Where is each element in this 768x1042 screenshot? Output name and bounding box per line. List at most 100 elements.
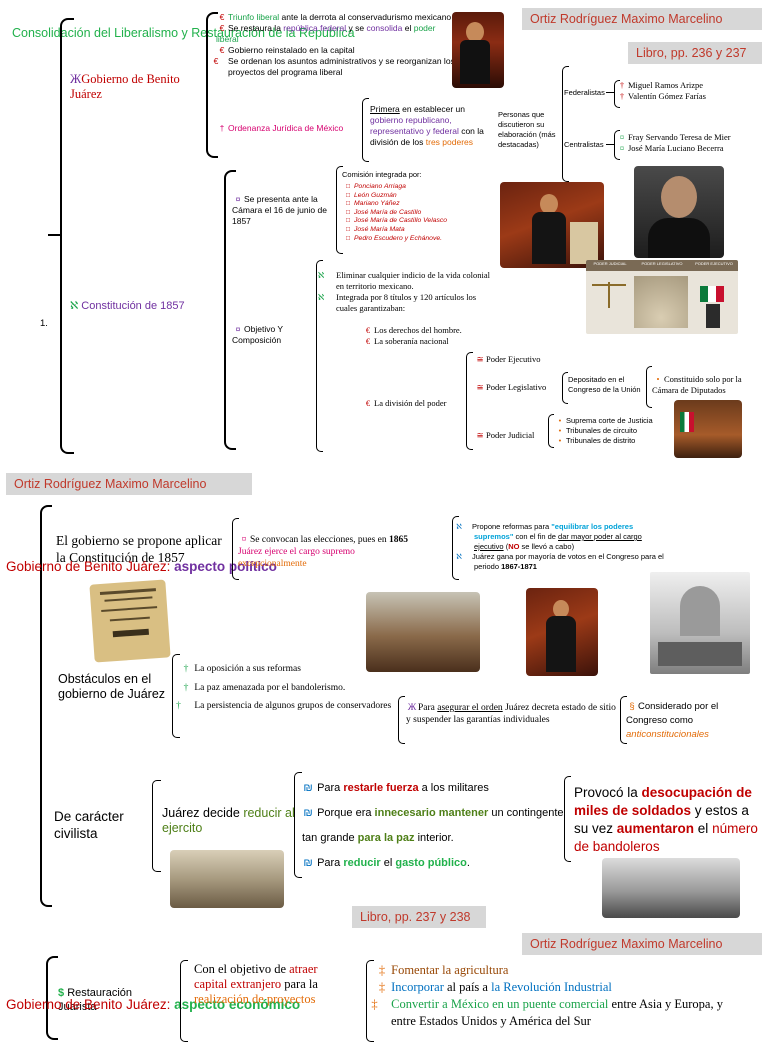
depositado-text: Depositado en el Congreso de la Unión (568, 375, 641, 394)
member-7: □Pedro Escudero y Echánove. (345, 234, 443, 242)
objetivo-text: Con el objetivo de atraer capital extran… (194, 962, 318, 1006)
econ-item-1: ‡ Fomentar la agricultura (378, 963, 509, 977)
civilista-brace (152, 780, 161, 872)
benito-icon: Ж (70, 72, 82, 86)
econ-item-3: ‡ Convertir a México en un puente comerc… (371, 997, 723, 1028)
razones-brace (294, 772, 302, 878)
poder-judicial-label: PODER JUDICIAL (593, 261, 627, 266)
juarez-painting (500, 182, 604, 268)
judicial-list: •Suprema corte de Justicia •Tribunales d… (554, 416, 674, 446)
judicial-2: •Tribunales de circuito (558, 426, 638, 435)
overlay-economico: Gobierno de Benito Juárez: aspecto econó… (6, 997, 301, 1012)
personas-brace (562, 66, 569, 182)
author-tag-3: Ortiz Rodríguez Maximo Marcelino (522, 933, 762, 955)
considerado-brace (620, 696, 627, 744)
obstaculo-2: † La paz amenazada por el bandolerismo. (183, 683, 346, 693)
poder-legislativo: ≅Poder Legislativo (476, 382, 547, 392)
division-label: €La división del poder (365, 398, 447, 408)
convocan-text: ¤Se convocan las elecciones, pues en 186… (238, 535, 409, 569)
razon-3: ₪ Para reducir el gasto público. (303, 857, 470, 869)
book-tag-1: Libro, pp. 236 y 237 (628, 42, 762, 64)
member-5: □José María de Castillo Velasco (345, 217, 448, 225)
obstaculo-3: † La persistencia de algunos grupos de c… (176, 701, 392, 711)
mexico-flag (700, 286, 724, 302)
overlay-politico: Gobierno de Benito Juárez: aspecto polít… (6, 559, 277, 574)
constitution-document-image (89, 579, 171, 663)
book-tag-2: Libro, pp. 237 y 238 (352, 906, 486, 928)
benito-item-4: €Se ordenan los asuntos administrativos … (213, 56, 455, 77)
centralistas-names: ¤Fray Servando Teresa de Mier ¤José Marí… (616, 132, 766, 154)
main-brace-2 (40, 505, 52, 907)
benito-item-3: €Gobierno reinstalado en la capital (219, 45, 355, 55)
comision-block: Comisión integrada por: □Ponciano Arriag… (342, 170, 492, 243)
judicial-3: •Tribunales de distrito (558, 436, 636, 445)
benito-items: €Triunfo liberal ante la derrota al cons… (213, 12, 456, 78)
razon-2: ₪ Porque era innecesario mantener un con… (302, 807, 564, 844)
restauracion-label: $ Restauración Juarista (58, 987, 133, 1013)
author-tag-1: Ortiz Rodríguez Maximo Marcelino (522, 8, 762, 30)
cen-name-1: ¤Fray Servando Teresa de Mier (619, 132, 731, 142)
obstaculos-brace (172, 654, 180, 738)
provoco-brace (564, 776, 571, 862)
obstaculo-1: † La oposición a sus reformas (183, 664, 301, 674)
decreta-brace (398, 696, 405, 744)
poder-ejecutivo-label: PODER EJECUTIVO (695, 261, 733, 266)
member-2: □León Guzmán (345, 191, 397, 199)
constitucion-brace (224, 170, 236, 450)
propone-brace (232, 518, 239, 580)
economic-list: ‡ Fomentar la agricultura ‡ Incorporar a… (371, 962, 746, 1030)
bandits-image (602, 858, 740, 918)
benito-label: ЖGobierno de Benito Juárez (70, 72, 180, 101)
constitucion-icon: ℵ (70, 300, 79, 312)
considerado-text: §Considerado por el Congreso como antico… (626, 701, 719, 740)
juarez-portrait-2 (526, 588, 598, 676)
member-4: □José María de Castillo (345, 208, 422, 216)
provoco-text: Provocó la desocupación de miles de sold… (574, 785, 758, 854)
battle-painting (366, 592, 480, 672)
poder-judicial: ≅Poder Judicial (476, 430, 535, 440)
author-tag-2: Ortiz Rodríguez Maximo Marcelino (6, 473, 252, 495)
restauracion-brace (180, 960, 188, 1042)
benito-brace (206, 12, 218, 158)
cen-name-2: ¤José María Luciano Becerra (619, 143, 724, 153)
constituido-text: •Constituido solo por la Cámara de Diput… (652, 374, 742, 395)
ordenanza-brace (362, 98, 369, 162)
comision-brace (336, 166, 343, 254)
obstaculos-list: † La oposición a sus reformas † La paz a… (176, 660, 400, 715)
presenta-text: ¤Se presenta ante la Cámara el 16 de jun… (232, 194, 327, 226)
garantia-2: €La soberanía nacional (365, 336, 449, 346)
obj-item-2: ℵ Integrada por 8 títulos y 120 artículo… (317, 292, 477, 313)
razon-1: ₪ Para restarle fuerza a los militares (303, 782, 489, 794)
objetivo-label: ¤Objetivo Y Composición (232, 324, 283, 345)
three-powers-image: PODER JUDICIAL PODER LEGISLATIVO PODER E… (586, 260, 738, 334)
constitucion-label: ℵ Constitución de 1857 (70, 300, 185, 312)
centralistas-label: Centralistas (564, 140, 604, 149)
juarez-portrait-1 (452, 12, 504, 88)
ordenanza-desc: Primera en establecer un gobierno republ… (370, 104, 484, 147)
fed-name-1: †Miguel Ramos Arizpe (619, 80, 704, 90)
garantias-list: €Los derechos del hombre. €La soberanía … (362, 325, 502, 347)
poder-legislativo-label: PODER LEGISLATIVO (641, 261, 683, 266)
convocan-brace (452, 516, 459, 580)
member-1: □Ponciano Arriaga (345, 183, 406, 190)
section1-title: Consolidación del Liberalismo y Restaura… (12, 26, 355, 40)
decide-text: Juárez decide reducir al ejercito (162, 806, 295, 835)
member-3: □Mariano Yáñez (345, 200, 400, 208)
congress-interior-image (650, 572, 750, 674)
poder-ejecutivo: ≅Poder Ejecutivo (476, 354, 541, 364)
benito-item-1: €Triunfo liberal ante la derrota al cons… (219, 12, 452, 22)
comision-label: Comisión integrada por: (342, 170, 422, 179)
personas-label: Personas que discutieron su elaboración … (498, 110, 556, 149)
garantia-1: €Los derechos del hombre. (365, 325, 462, 335)
objetivo-brace (316, 260, 323, 452)
chamber-image (674, 400, 742, 458)
civilista-label: De carácter civilista (54, 809, 124, 841)
razones-list: ₪ Para restarle fuerza a los militares ₪… (302, 776, 572, 876)
ordenanza-label: †Ordenanza Jurídica de México (219, 123, 344, 133)
objetivo-items: ℵ Eliminar cualquier indicio de la vida … (317, 270, 492, 314)
division-brace (466, 352, 473, 450)
